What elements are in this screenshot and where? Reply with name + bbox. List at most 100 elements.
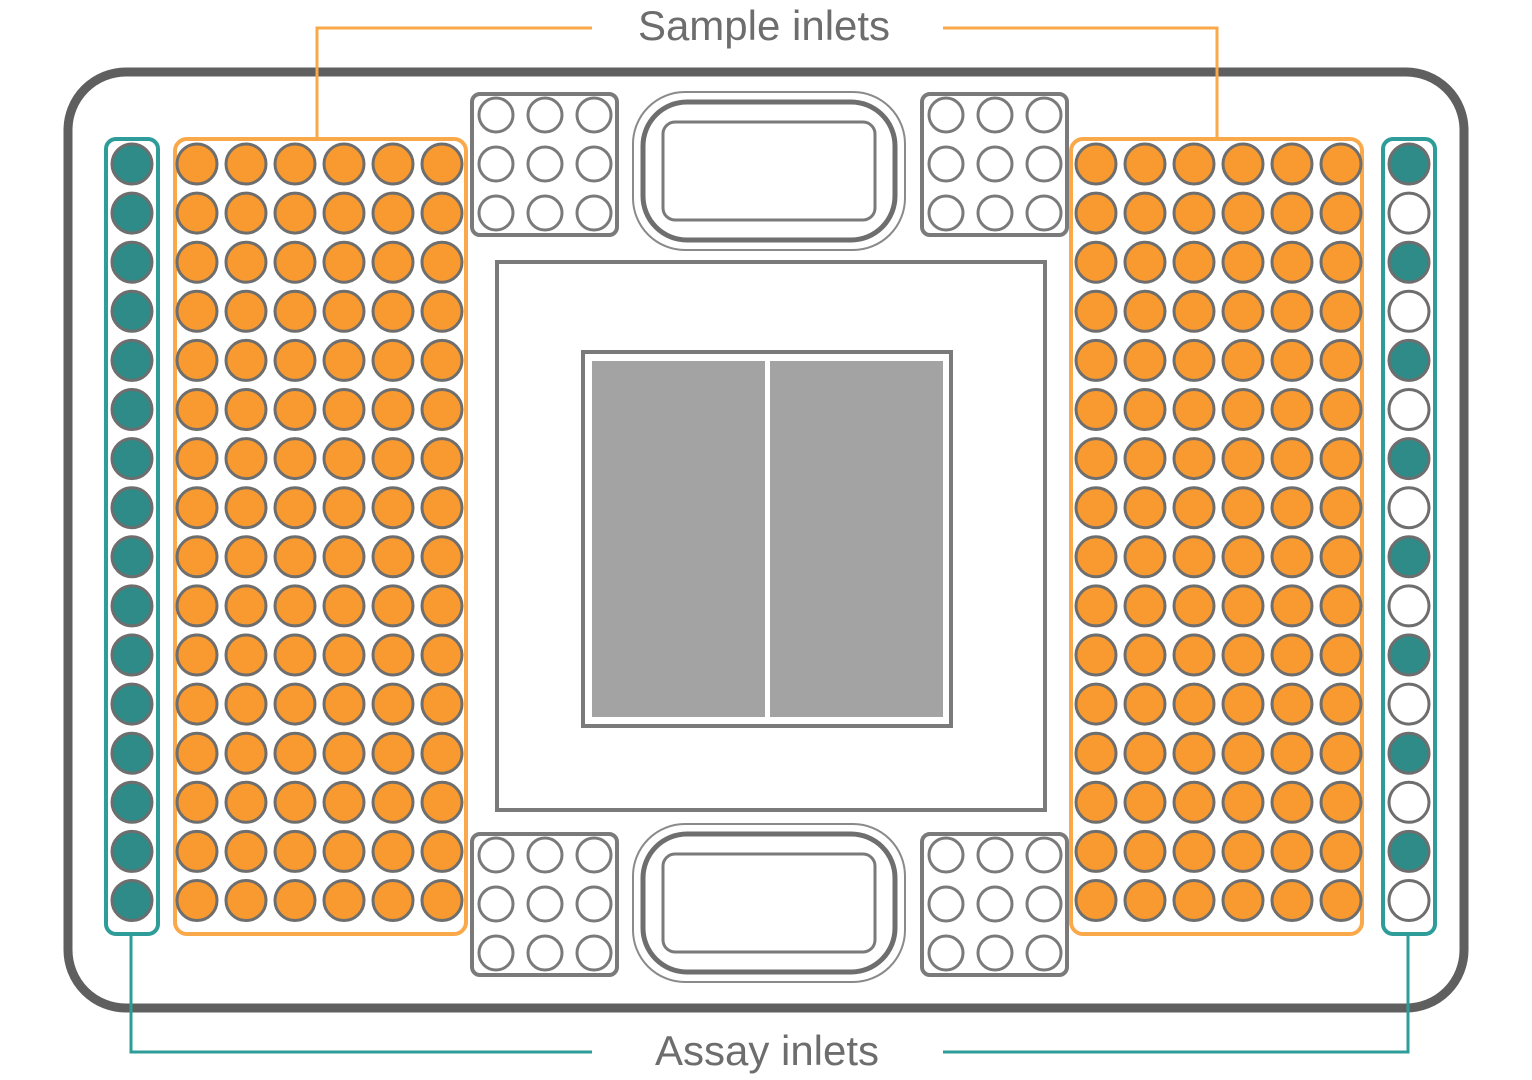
sample-well bbox=[1123, 633, 1167, 677]
sample-well bbox=[420, 829, 464, 873]
sample-well bbox=[1123, 682, 1167, 726]
sample-well bbox=[322, 682, 366, 726]
sample-well bbox=[1172, 142, 1216, 186]
sample-well bbox=[175, 289, 219, 333]
sample-well bbox=[420, 682, 464, 726]
corner-well bbox=[976, 96, 1014, 134]
sample-well bbox=[273, 289, 317, 333]
sample-well bbox=[322, 780, 366, 824]
assay-well bbox=[110, 535, 154, 579]
sample-well bbox=[1172, 879, 1216, 922]
assay-well bbox=[110, 584, 154, 628]
sample-well bbox=[1123, 584, 1167, 628]
assay-inlets-left bbox=[110, 142, 154, 922]
sample-well bbox=[1074, 437, 1118, 481]
sample-well bbox=[1172, 829, 1216, 873]
sample-well bbox=[322, 731, 366, 775]
sample-well bbox=[1172, 289, 1216, 333]
sample-well bbox=[224, 289, 268, 333]
assay-well bbox=[1387, 289, 1431, 333]
sample-well bbox=[273, 388, 317, 431]
assay-well bbox=[110, 486, 154, 530]
corner-well bbox=[526, 934, 564, 972]
sample-well bbox=[273, 682, 317, 726]
array-left-panel bbox=[592, 361, 765, 717]
sample-well bbox=[371, 535, 415, 579]
assay-well bbox=[110, 142, 154, 186]
sample-well bbox=[224, 437, 268, 481]
sample-inlets-left bbox=[175, 142, 464, 922]
sample-well bbox=[1172, 240, 1216, 284]
sample-well bbox=[1319, 633, 1363, 677]
sample-well bbox=[273, 829, 317, 873]
assay-well bbox=[110, 338, 154, 382]
sample-well bbox=[1319, 780, 1363, 824]
sample-well bbox=[420, 437, 464, 481]
array-right-panel bbox=[770, 361, 943, 717]
sample-well bbox=[224, 633, 268, 677]
sample-well bbox=[420, 289, 464, 333]
sample-well bbox=[1123, 486, 1167, 530]
sample-well bbox=[224, 731, 268, 775]
assay-well bbox=[1387, 486, 1431, 530]
sample-well bbox=[1074, 240, 1118, 284]
sample-well bbox=[322, 240, 366, 284]
sample-well bbox=[1319, 731, 1363, 775]
corner-well bbox=[976, 194, 1014, 232]
sample-well bbox=[322, 191, 366, 235]
sample-well bbox=[1123, 142, 1167, 186]
sample-well bbox=[1270, 829, 1314, 873]
corner-well bbox=[526, 885, 564, 923]
sample-well bbox=[1123, 829, 1167, 873]
sample-well bbox=[1270, 388, 1314, 431]
corner-well bbox=[976, 934, 1014, 972]
sample-well bbox=[1172, 731, 1216, 775]
assay-well bbox=[110, 879, 154, 922]
sample-well bbox=[175, 142, 219, 186]
assay-inlets-label: Assay inlets bbox=[655, 1027, 879, 1074]
assay-well bbox=[1387, 633, 1431, 677]
sample-well bbox=[371, 191, 415, 235]
corner-well bbox=[477, 836, 515, 874]
sample-well bbox=[1319, 289, 1363, 333]
assay-well bbox=[1387, 535, 1431, 579]
sample-well bbox=[1319, 535, 1363, 579]
corner-well bbox=[575, 96, 613, 134]
assay-well bbox=[1387, 388, 1431, 431]
sample-well bbox=[175, 682, 219, 726]
sample-well bbox=[273, 780, 317, 824]
sample-well bbox=[322, 633, 366, 677]
sample-well bbox=[175, 191, 219, 235]
sample-well bbox=[273, 191, 317, 235]
sample-well bbox=[420, 780, 464, 824]
corner-well bbox=[526, 836, 564, 874]
sample-well bbox=[371, 486, 415, 530]
sample-well bbox=[175, 240, 219, 284]
sample-well bbox=[322, 289, 366, 333]
corner-well bbox=[927, 934, 965, 972]
sample-well bbox=[322, 338, 366, 382]
corner-well bbox=[477, 934, 515, 972]
sample-well bbox=[1123, 879, 1167, 922]
sample-well bbox=[420, 240, 464, 284]
sample-well bbox=[1221, 240, 1265, 284]
corner-well bbox=[1025, 96, 1063, 134]
sample-well bbox=[1123, 535, 1167, 579]
sample-well bbox=[322, 584, 366, 628]
sample-well bbox=[224, 142, 268, 186]
sample-well bbox=[1172, 437, 1216, 481]
corner-well bbox=[1025, 885, 1063, 923]
corner-well bbox=[477, 96, 515, 134]
assay-well bbox=[1387, 240, 1431, 284]
assay-well bbox=[110, 633, 154, 677]
assay-well bbox=[1387, 682, 1431, 726]
assay-well bbox=[110, 682, 154, 726]
sample-well bbox=[1319, 142, 1363, 186]
corner-well bbox=[927, 885, 965, 923]
sample-well bbox=[224, 338, 268, 382]
sample-well bbox=[1074, 535, 1118, 579]
sample-well bbox=[420, 191, 464, 235]
corner-well bbox=[1025, 145, 1063, 183]
sample-well bbox=[371, 682, 415, 726]
sample-inlets-left-outline bbox=[173, 137, 468, 936]
